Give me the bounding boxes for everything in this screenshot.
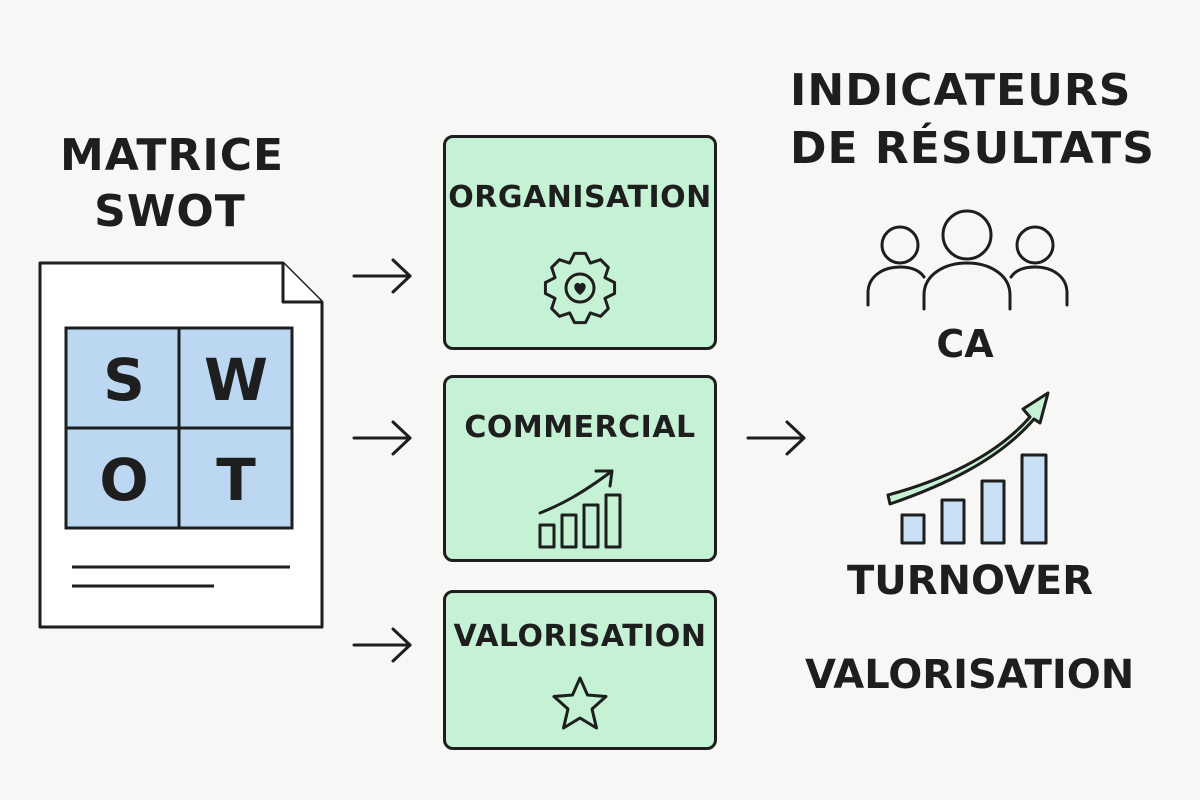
arrow-right-icon [352,258,412,294]
growth-chart-icon [538,469,622,549]
bar-chart-arrow-icon [886,391,1050,545]
box-valorisation: VALORISATION [443,590,717,750]
arrow-right-icon [352,627,412,663]
swot-letter-s: S [103,346,145,414]
gear-icon [543,251,617,325]
arrow-right-icon [352,420,412,456]
swot-title-line2: SWOT [94,186,246,237]
swot-letter-w: W [204,346,268,414]
arrow-right-icon [746,420,806,456]
swot-title: MATRICE SWOT [60,128,285,240]
box-commercial: COMMERCIAL [443,375,717,562]
result-valorisation-label: VALORISATION [805,652,1135,698]
star-icon [552,676,608,730]
results-title-line2: DE RÉSULTATS [790,123,1155,174]
box-valorisation-label: VALORISATION [453,619,707,654]
swot-title-line1: MATRICE [60,130,285,181]
box-commercial-label: COMMERCIAL [464,410,696,445]
result-ca-label: CA [936,322,994,366]
results-title-line1: INDICATEURS [790,65,1132,116]
box-organisation-label: ORGANISATION [448,180,712,215]
swot-letter-o: O [99,446,149,514]
swot-letter-t: T [216,446,256,514]
document-icon [38,261,324,629]
results-title: INDICATEURS DE RÉSULTATS [790,62,1155,178]
result-turnover-label: TURNOVER [846,558,1094,604]
people-icon [866,209,1069,311]
box-organisation: ORGANISATION [443,135,717,350]
